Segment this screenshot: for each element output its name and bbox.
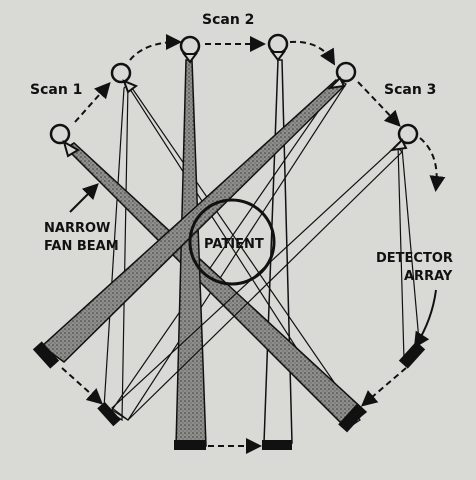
patient-label: PATIENT (204, 237, 264, 252)
fan-beam-label: FAN BEAM (44, 239, 119, 254)
detector-array (97, 401, 121, 427)
detector-array (398, 341, 426, 369)
narrow-label: NARROW (44, 221, 110, 236)
fan-beam-scan1 (64, 142, 368, 430)
xray-source-icon (49, 123, 80, 158)
xray-source-icon (327, 61, 357, 90)
xray-source-icon (179, 35, 201, 64)
fan-beam-scan3b (111, 145, 403, 421)
detector-array (262, 440, 292, 450)
array-label: ARRAY (404, 269, 453, 284)
xray-source-icon (267, 33, 289, 62)
detector-pointer-arrow (413, 289, 437, 349)
detector-array (32, 341, 60, 369)
narrow-beam-scan2 (263, 59, 293, 444)
detector-rotation-path (360, 367, 407, 407)
source-rotation-path (129, 34, 182, 61)
source-rotation-path (419, 137, 446, 192)
scan-3-label: Scan 3 (384, 82, 436, 98)
scan-2-label: Scan 2 (202, 12, 254, 28)
detector-array (174, 440, 206, 450)
xray-source-icon (110, 62, 138, 94)
detector-array (338, 403, 366, 433)
source-rotation-path (289, 40, 336, 66)
source-rotation-path (74, 82, 111, 123)
xray-source-icon (389, 123, 419, 152)
detector-rotation-path (61, 367, 103, 405)
beam-pointer-arrow (69, 183, 99, 213)
scan-1-label: Scan 1 (30, 82, 82, 98)
detector-label: DETECTOR (376, 251, 453, 266)
patient-circle (188, 198, 276, 286)
